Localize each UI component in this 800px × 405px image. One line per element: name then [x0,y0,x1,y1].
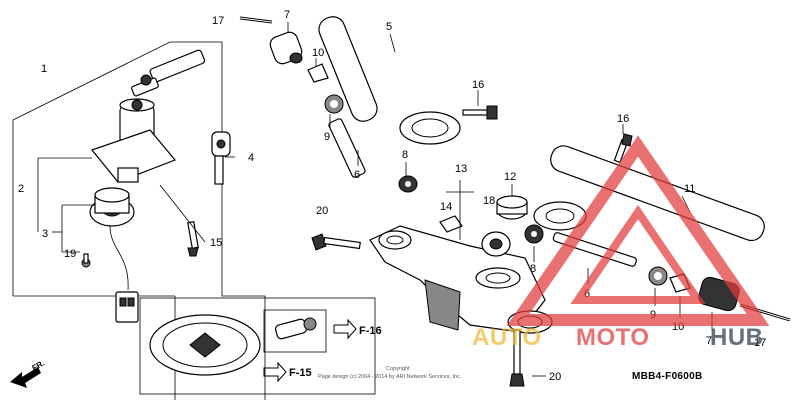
collar-10-left [307,63,329,83]
callout-20-top: 20 [316,205,328,217]
callout-3: 3 [42,228,48,240]
ref-f16: F-16 [359,325,382,337]
callout-7-right: 7 [706,335,712,347]
rubber-seat-18 [481,231,511,257]
callout-2: 2 [18,183,24,195]
automotohub-watermark: AUTO MOTO HUB [472,135,770,351]
front-direction-arrow: FR. [10,358,46,388]
bolt-16-left [462,105,498,120]
callout-18: 18 [483,195,495,207]
diagram-code: MBB4-F0600B [632,371,703,382]
watermark-moto: MOTO [576,324,650,351]
callout-8-right: 8 [530,263,536,275]
label-plate-14 [439,215,463,233]
callout-11: 11 [684,183,695,195]
callout-16-left: 16 [472,79,484,91]
callout-8-left: 8 [402,149,408,161]
watermark-hub: HUB [710,324,764,351]
inset-lock-box [263,309,327,353]
callout-9-left: 9 [324,131,330,143]
rubber-9-right [648,266,668,286]
callout-16-right: 16 [617,113,629,125]
callout-6-right: 6 [584,288,590,300]
cap-12 [496,195,528,220]
callout-4: 4 [248,152,254,164]
weight-shaft-6-left [328,118,366,178]
ignition-switch [90,98,176,183]
callout-13: 13 [455,163,467,175]
seat-lock-cylinder [274,317,317,340]
rubber-9-left [324,94,344,114]
nut-8-right [524,224,544,244]
key-lock-cylinder [89,187,135,291]
screw-15 [187,220,199,257]
bar-end-weight-left [269,31,303,65]
callout-14: 14 [440,201,452,213]
ignition-key [131,49,206,97]
screw-19 [81,253,91,268]
callout-15: 15 [210,237,222,249]
fuel-cap-lock [149,314,261,376]
callout-19: 19 [64,248,76,260]
nut-8-left [398,175,418,193]
bolt-20-top [311,233,361,251]
wire-connector [115,291,139,323]
inset-frame [139,297,376,395]
callout-17-right: 17 [754,337,766,349]
direction-label: FR. [31,358,47,372]
leader-5 [389,33,396,53]
spare-key [211,131,231,185]
watermark-auto: AUTO [472,324,542,351]
ref-arrow-f16 [333,318,357,340]
bolt-20-bottom [509,329,525,387]
ref-arrow-f15 [263,361,287,383]
callout-7-left: 7 [284,9,290,21]
handlebar-left [318,16,461,145]
callout-10-left: 10 [312,47,324,59]
bolt-16-right [613,133,633,164]
bolt-17-left [239,16,273,24]
copyright-label: Copyright [386,366,410,372]
callout-12: 12 [504,171,516,183]
callout-17-left: 17 [212,15,224,27]
copyright-text: Page design (c) 2004 - 2014 by ARI Netwo… [318,374,462,380]
callout-5: 5 [386,21,392,33]
callout-1: 1 [41,63,47,75]
callout-20-bottom: 20 [549,371,561,383]
leader-15 [159,184,206,243]
ref-f15: F-15 [289,367,312,379]
callout-6-left: 6 [354,169,360,181]
